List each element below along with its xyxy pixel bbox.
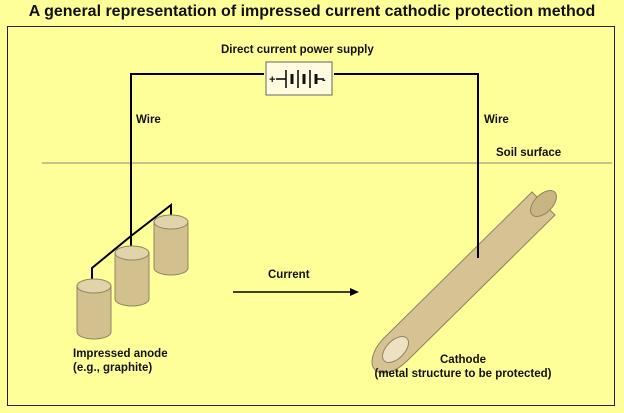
cathode-label: Cathode (metal structure to be protected… [348,353,578,381]
anode-label-line1: Impressed anode [73,348,168,360]
anode-cylinder-front [76,278,112,340]
anode-wire-back [130,202,172,237]
battery-icon [265,61,333,96]
power-supply-label: Direct current power supply [221,44,374,56]
diagram-title: A general representation of impressed cu… [28,3,596,20]
current-arrow [233,288,359,296]
wire-left [130,73,264,236]
cathode-label-line1: Cathode [440,354,486,366]
wire-label-left: Wire [136,114,161,126]
soil-surface-label: Soil surface [496,147,562,159]
cathode-label-line2: (metal structure to be protected) [374,368,552,380]
wire-label-right: Wire [484,114,509,126]
cathode-pipe [371,190,557,374]
anode-wire-front [91,233,132,283]
wire-right [334,73,479,258]
diagram-frame [7,26,615,406]
plus-sign: + [269,74,276,86]
minus-sign: - [322,74,326,86]
anode-label-line2: (e.g., graphite) [73,362,153,374]
current-label: Current [268,269,310,281]
anode-cylinder-middle [114,245,150,307]
anode-label: Impressed anode (e.g., graphite) [73,347,168,375]
anode-cylinder-back [153,214,189,276]
